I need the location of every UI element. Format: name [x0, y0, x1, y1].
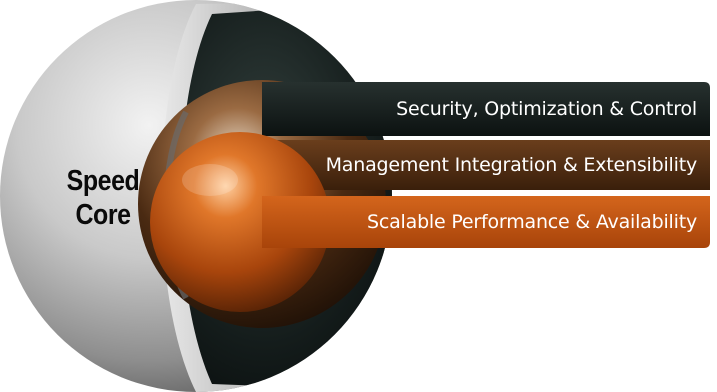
core-label-line2: Core	[75, 199, 131, 231]
core-label: Speed Core	[52, 164, 153, 232]
layer-label-management: Management Integration & Extensibility	[325, 154, 698, 176]
band-security	[262, 82, 710, 136]
core-label-line1: Speed	[66, 165, 140, 197]
band-scalable	[262, 196, 710, 248]
layer-label-security: Security, Optimization & Control	[396, 98, 697, 120]
band-management	[262, 140, 710, 190]
layer-label-scalable: Scalable Performance & Availability	[367, 211, 697, 233]
inner-core	[150, 132, 330, 312]
